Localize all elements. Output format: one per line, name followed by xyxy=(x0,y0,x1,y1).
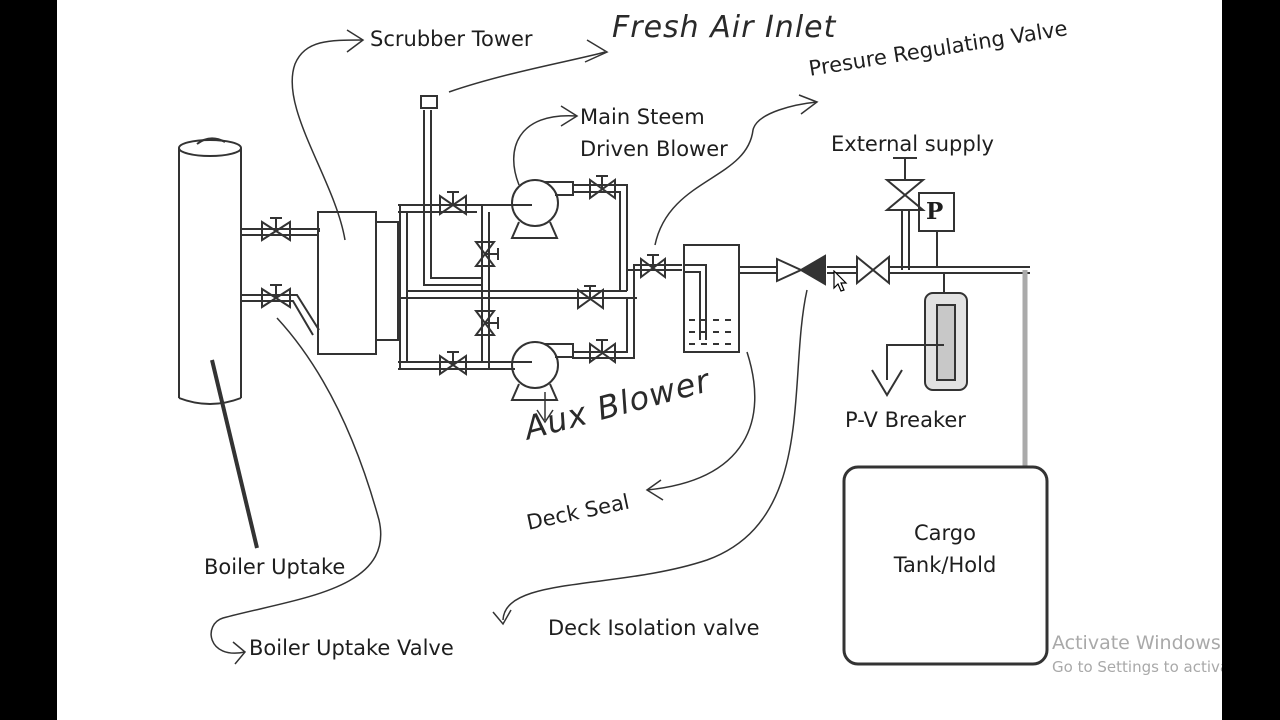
scrubber-tower xyxy=(317,211,377,355)
cargo-tank-label-line1: Cargo xyxy=(914,521,976,545)
boiler-uptake-valve-upper xyxy=(261,217,291,242)
external-supply-label: External supply xyxy=(831,132,994,156)
deck-non-return-valve xyxy=(776,254,826,286)
cargo-tank xyxy=(842,465,1049,666)
pressure-gauge-symbol: P xyxy=(926,198,944,225)
mouse-cursor-icon xyxy=(833,270,848,292)
inert-gas-system-diagram xyxy=(178,29,1049,666)
watermark-title: Activate Windows xyxy=(1052,632,1221,654)
crossover-valve-upper xyxy=(474,241,499,267)
blower-inlet-valve-upper xyxy=(439,191,467,216)
crossover-valve-lower xyxy=(474,310,499,336)
pressure-gauge xyxy=(918,192,955,267)
recirculation-valve xyxy=(577,285,604,310)
boiler-uptake-cylinder xyxy=(178,137,242,405)
main-steam-driven-blower xyxy=(510,179,574,239)
label-pointers xyxy=(210,29,819,665)
deck-seal xyxy=(683,244,740,353)
demister xyxy=(375,221,399,341)
pv-breaker xyxy=(871,273,968,397)
deck-isolation-valve-symbol xyxy=(856,254,890,286)
watermark-subtitle: Go to Settings to activate Windows. xyxy=(1052,658,1222,676)
blower-outlet-valve-lower xyxy=(589,339,616,364)
boiler-uptake-valve-lower xyxy=(261,284,291,309)
aux-blower xyxy=(510,341,574,401)
activate-windows-watermark: Activate Windows Go to Settings to activ… xyxy=(1052,632,1222,676)
main-blower-label-line2: Driven Blower xyxy=(580,137,728,161)
scrubber-tower-label: Scrubber Tower xyxy=(370,27,533,51)
boiler-uptake-pointer xyxy=(210,359,259,549)
pv-breaker-label: P-V Breaker xyxy=(845,408,966,432)
external-supply-line xyxy=(884,157,926,270)
diagram-canvas: Scrubber Tower Fresh Air Inlet Main Stee… xyxy=(57,0,1222,720)
fresh-air-inlet-label: Fresh Air Inlet xyxy=(612,10,837,45)
main-blower-label-line1: Main Steem xyxy=(580,105,705,129)
gas-piping xyxy=(398,95,682,370)
main-deck-line xyxy=(739,266,1030,274)
deck-isolation-valve-label: Deck Isolation valve xyxy=(548,616,760,640)
boiler-uptake-label: Boiler Uptake xyxy=(204,555,346,579)
blower-inlet-valve-lower xyxy=(439,351,467,376)
boiler-uptake-valve-label: Boiler Uptake Valve xyxy=(249,636,454,660)
uptake-pipes xyxy=(241,228,320,336)
blower-outlet-valve-upper xyxy=(589,175,616,200)
cargo-tank-label-line2: Tank/Hold xyxy=(893,553,997,577)
pressure-regulating-valve xyxy=(640,254,666,279)
